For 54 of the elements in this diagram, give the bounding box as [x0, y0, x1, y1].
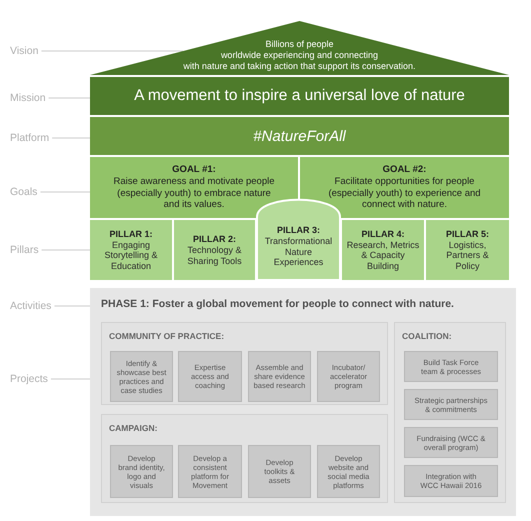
pillar-heading: PILLAR 4: [361, 228, 404, 240]
group-heading: COALITION: [402, 331, 452, 342]
goal-description: Facilitate opportunities for people (especially youth) to experience and connect with nature. [328, 176, 481, 210]
project-card [404, 427, 498, 458]
pillar-block [342, 220, 424, 280]
leader-line [50, 378, 90, 380]
project-group-panel [394, 322, 506, 503]
row-label: Goals [10, 185, 38, 199]
project-group-panel [101, 414, 388, 503]
pillar-heading: PILLAR 2: [192, 234, 236, 245]
goal-heading: GOAL #2: [382, 164, 426, 176]
project-card [178, 445, 242, 498]
pillar-description: Technology & Sharing Tools [187, 245, 242, 266]
goal-heading: GOAL #1: [172, 164, 216, 176]
phase-heading: PHASE 1: Foster a global movement for people to connect with nature. [101, 298, 454, 311]
row-label: Projects [10, 372, 48, 386]
goal-block [300, 157, 509, 218]
mission-statement: A movement to inspire a universal love of nature [134, 87, 465, 105]
row-label: Pillars [10, 243, 39, 257]
pillar-heading: PILLAR 1: [109, 228, 152, 240]
row-label: Mission [10, 91, 46, 105]
mission-band [90, 77, 509, 115]
pillar-description: Research, Metrics & Capacity Building [346, 240, 420, 271]
phase-panel [90, 288, 516, 516]
pillar-block [90, 220, 172, 280]
group-heading: CAMPAIGN: [109, 423, 158, 434]
project-card [404, 465, 498, 497]
pillar-block [174, 220, 255, 280]
project-card [178, 351, 242, 402]
leader-line [40, 50, 184, 52]
project-card [317, 351, 380, 402]
project-card [404, 389, 498, 420]
project-group-panel [101, 322, 388, 405]
pillar-description: Logistics, Partners & Policy [446, 240, 489, 271]
row-label: Activities [10, 299, 52, 313]
goal-description: Raise awareness and motivate people (especially youth) to embrace nature and its values. [113, 176, 275, 210]
pillar-heading: PILLAR 3: [276, 225, 320, 236]
goal-block [90, 157, 298, 218]
project-card [110, 445, 173, 498]
pillar-description: Transformational Nature Experiences [264, 236, 332, 268]
row-label: Vision [10, 44, 38, 58]
vision-statement: Billions of people worldwide experiencing and connecting with nature and taking action that support its conservation. [183, 38, 416, 70]
project-card [248, 445, 311, 498]
project-card [317, 445, 380, 498]
pillar-heading: PILLAR 5: [446, 228, 489, 240]
platform-hashtag: #NatureForAll [253, 128, 346, 144]
project-card [110, 351, 173, 402]
pillar-description: Engaging Storytelling & Education [104, 240, 158, 271]
project-card [404, 351, 498, 382]
group-heading: COMMUNITY OF PRACTICE: [109, 331, 224, 342]
pillar-block [426, 220, 509, 280]
row-label: Platform [10, 131, 50, 145]
platform-band [90, 117, 509, 155]
project-card [248, 351, 311, 402]
